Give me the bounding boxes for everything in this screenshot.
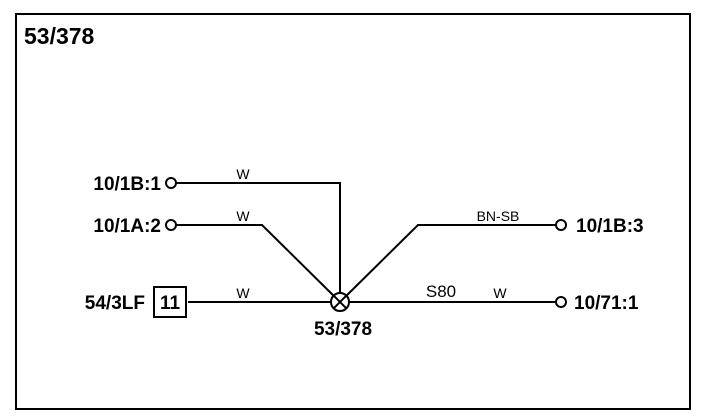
connector-label-right-2: 10/71:1 <box>574 293 639 314</box>
splice-label: 53/378 <box>314 319 372 340</box>
terminal-left-1 <box>165 177 177 189</box>
wire-color-left-3: W <box>236 285 250 301</box>
wire-color-right-1: BN-SB <box>477 208 520 224</box>
wire-left-2 <box>176 224 341 303</box>
wire-color-right-2: W <box>493 285 507 301</box>
wire-color-left-2: W <box>236 208 250 224</box>
wire-splice-ref: S80 <box>426 282 456 301</box>
connector-label-left-2: 10/1A:2 <box>93 216 161 237</box>
wire-color-left-1: W <box>236 166 250 182</box>
diagram-frame <box>15 13 691 410</box>
terminal-right-2 <box>555 296 567 308</box>
connector-label-left-1: 10/1B:1 <box>93 174 161 195</box>
wire-right-1 <box>339 224 556 303</box>
connector-label-left-3: 54/3LF <box>85 293 145 314</box>
connector-pin-number: 11 <box>160 293 181 314</box>
diagram-title: 53/378 <box>24 23 95 49</box>
wire-left-1 <box>176 182 341 302</box>
splice-symbol <box>330 292 350 312</box>
connector-pin-box <box>153 286 187 318</box>
terminal-left-2 <box>165 219 177 231</box>
connector-label-right-1: 10/1B:3 <box>576 216 644 237</box>
terminal-right-1 <box>555 219 567 231</box>
